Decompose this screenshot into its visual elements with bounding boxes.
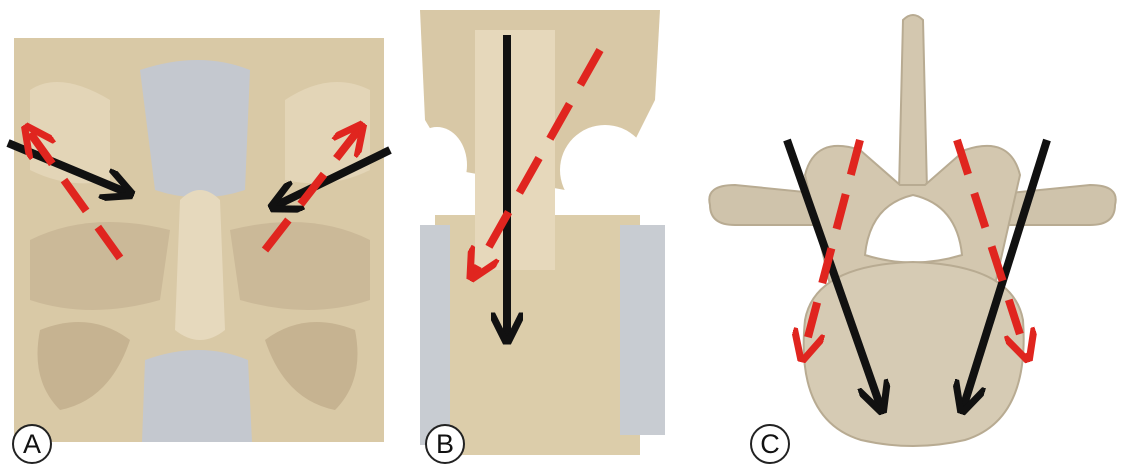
spinous-process	[175, 190, 225, 340]
disc-right-edge	[620, 225, 665, 435]
panel-b: B	[415, 0, 675, 465]
panel-a: A	[0, 0, 395, 465]
spinous-process	[899, 15, 927, 190]
lamina-right	[230, 222, 370, 310]
panel-a-label: A	[12, 424, 52, 464]
panel-a-illustration	[0, 0, 395, 465]
disc-left-edge	[420, 225, 450, 445]
panel-b-label: B	[425, 424, 465, 464]
panel-c-illustration	[695, 0, 1130, 465]
pedicle	[475, 30, 555, 270]
panel-c-label: C	[750, 424, 790, 464]
intervertebral-disc-lower	[142, 350, 252, 442]
panel-b-illustration	[415, 0, 675, 465]
panel-c: C	[695, 0, 1130, 465]
intervertebral-disc-upper	[140, 60, 250, 198]
foramen-right	[560, 125, 650, 215]
